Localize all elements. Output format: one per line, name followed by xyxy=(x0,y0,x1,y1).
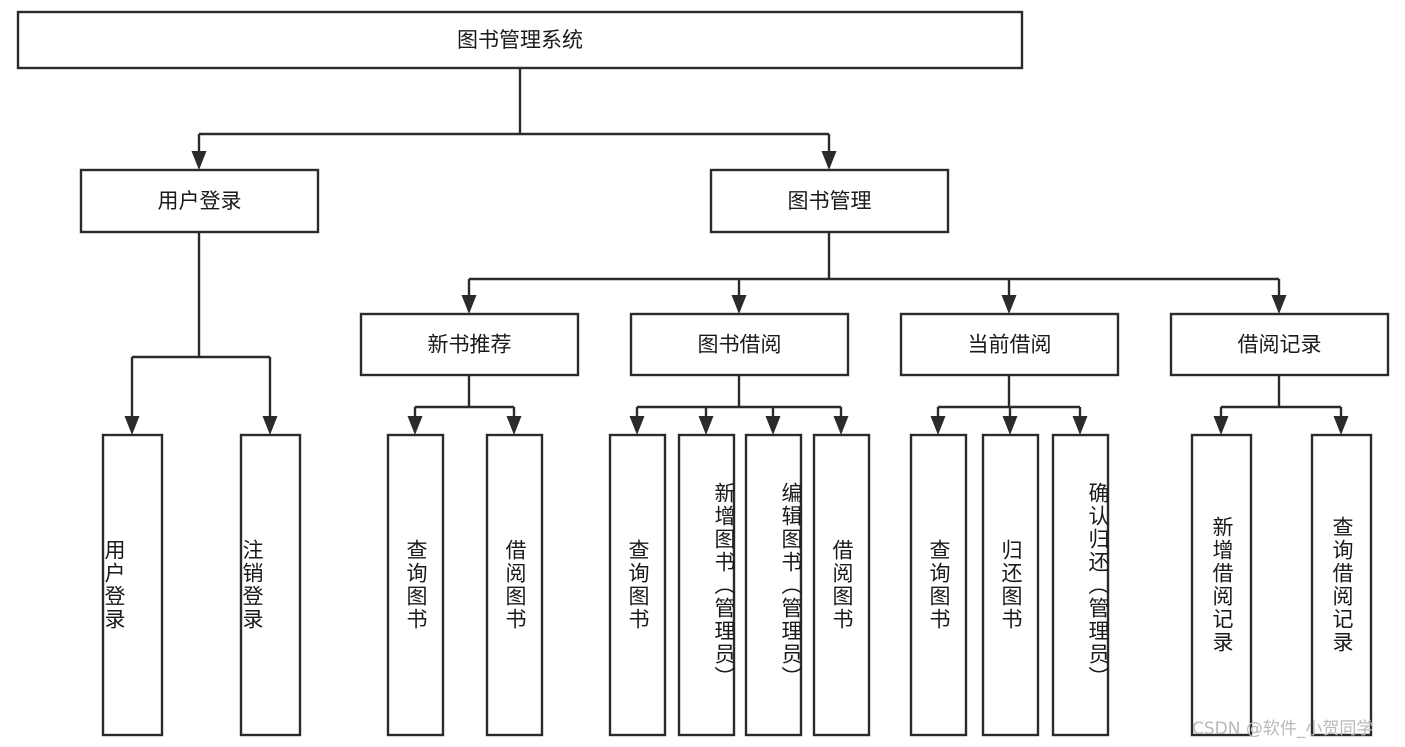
arrow-head-icon xyxy=(1271,295,1287,314)
connector-layer xyxy=(124,68,1349,435)
connector-userlogin-to-leaves xyxy=(124,232,278,435)
node-box-leaf-query-book-current[interactable] xyxy=(909,433,968,737)
node-box-leaf-borrow-book-borrow[interactable] xyxy=(812,433,871,737)
arrow-head-icon xyxy=(1333,416,1349,435)
arrow-head-icon xyxy=(731,295,747,314)
node-label-book-borrow: 图书借阅 xyxy=(698,333,782,357)
node-label-new-book-recommend: 新书推荐 xyxy=(428,333,512,357)
node-box-leaf-logout[interactable] xyxy=(239,433,302,737)
node-label-root: 图书管理系统 xyxy=(457,28,583,52)
node-box-leaf-add-borrow-record[interactable] xyxy=(1190,433,1253,737)
node-box-leaf-add-book-admin[interactable] xyxy=(677,433,736,737)
arrow-head-icon xyxy=(407,416,423,435)
node-box-user-login[interactable] xyxy=(79,168,320,234)
connector-level3-borrow-record-to-leaves xyxy=(1213,375,1349,435)
arrow-head-icon xyxy=(765,416,781,435)
node-label-book-management: 图书管理 xyxy=(788,189,872,213)
node-box-leaf-confirm-return-admin[interactable] xyxy=(1051,433,1110,737)
arrow-head-icon xyxy=(124,416,140,435)
node-label-user-login: 用户登录 xyxy=(158,189,242,213)
arrow-head-icon xyxy=(1001,295,1017,314)
arrow-head-icon xyxy=(833,416,849,435)
node-box-borrow-record[interactable] xyxy=(1169,312,1390,377)
node-box-layer xyxy=(16,10,1390,737)
node-box-leaf-query-borrow-record[interactable] xyxy=(1310,433,1373,737)
node-box-root[interactable] xyxy=(16,10,1024,70)
connector-bookmgmt-to-level3 xyxy=(461,232,1287,314)
connector-level3-new-book-recommend-to-leaves xyxy=(407,375,522,435)
arrow-head-icon xyxy=(930,416,946,435)
node-box-book-management[interactable] xyxy=(709,168,950,234)
node-label-borrow-record: 借阅记录 xyxy=(1238,333,1322,357)
connector-level3-current-borrow-to-leaves xyxy=(930,375,1088,435)
node-box-new-book-recommend[interactable] xyxy=(359,312,580,377)
node-box-current-borrow[interactable] xyxy=(899,312,1120,377)
arrow-head-icon xyxy=(698,416,714,435)
arrow-head-icon xyxy=(506,416,522,435)
node-label-current-borrow: 当前借阅 xyxy=(968,333,1052,357)
node-box-leaf-edit-book-admin[interactable] xyxy=(744,433,803,737)
arrow-head-icon xyxy=(262,416,278,435)
node-box-leaf-borrow-book-rec[interactable] xyxy=(485,433,544,737)
node-box-book-borrow[interactable] xyxy=(629,312,850,377)
connector-level3-book-borrow-to-leaves xyxy=(629,375,849,435)
csdn-watermark: CSDN @软件_小贺同学 xyxy=(1192,719,1374,739)
arrow-head-icon xyxy=(821,151,837,170)
node-box-leaf-return-book[interactable] xyxy=(981,433,1040,737)
arrow-head-icon xyxy=(1002,416,1018,435)
arrow-head-icon xyxy=(191,151,207,170)
connector-root-to-level2 xyxy=(191,68,837,170)
node-box-leaf-query-book-rec[interactable] xyxy=(386,433,445,737)
arrow-head-icon xyxy=(629,416,645,435)
arrow-head-icon xyxy=(1213,416,1229,435)
node-box-leaf-query-book-borrow[interactable] xyxy=(608,433,667,737)
node-box-leaf-user-login[interactable] xyxy=(101,433,164,737)
arrow-head-icon xyxy=(1072,416,1088,435)
arrow-head-icon xyxy=(461,295,477,314)
